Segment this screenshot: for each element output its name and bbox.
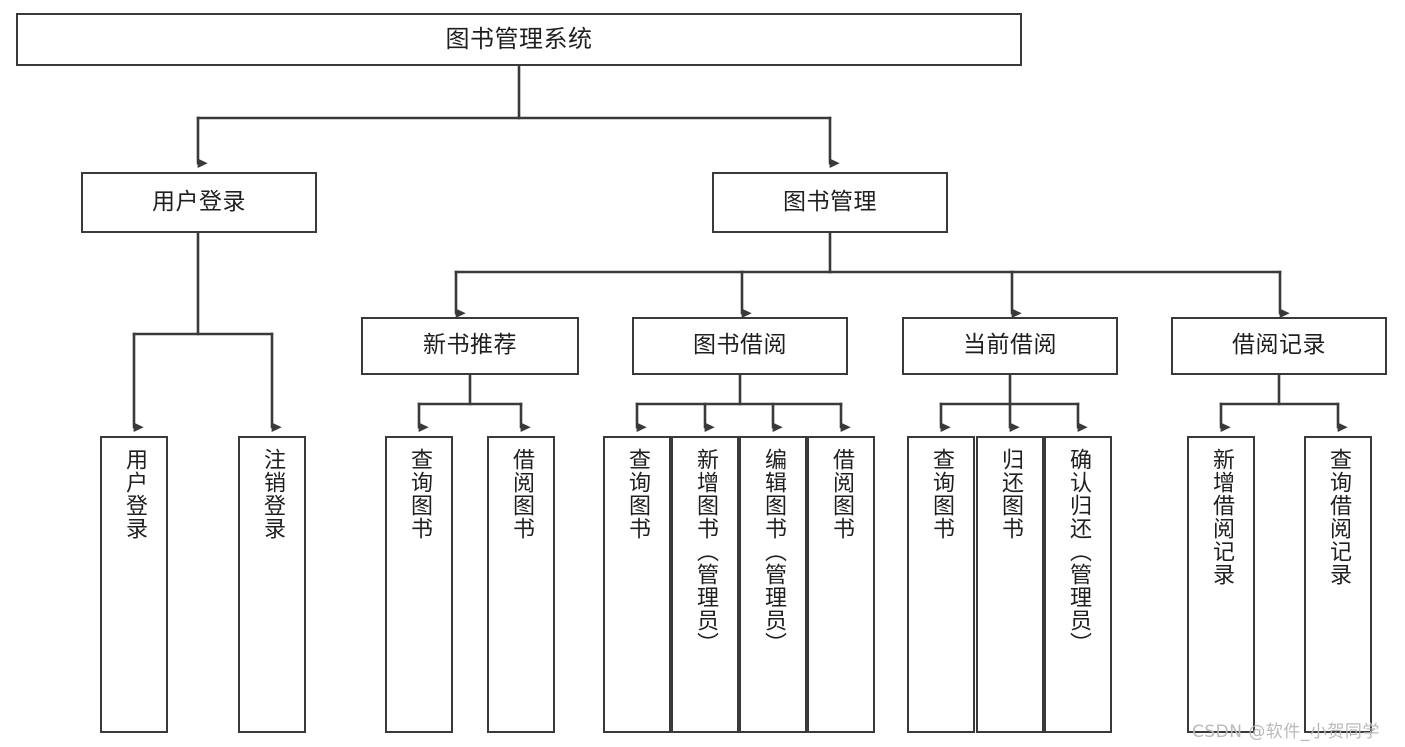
leaf-query-book-recommend[interactable]: 查询图书 (385, 436, 453, 733)
node-label: 新书推荐 (423, 332, 517, 359)
node-label: 当前借阅 (963, 332, 1057, 359)
leaf-label: 查询图书 (624, 448, 650, 540)
node-root-book-management-system[interactable]: 图书管理系统 (16, 13, 1022, 66)
leaf-label: 新增借阅记录 (1208, 448, 1234, 586)
node-borrow-record[interactable]: 借阅记录 (1171, 317, 1387, 375)
leaf-label: 查询图书 (406, 448, 432, 540)
book-manage-to-level2-connectors (454, 231, 1290, 319)
user-login-to-leaves-connectors (132, 231, 282, 433)
leaf-query-borrow-record[interactable]: 查询借阅记录 (1304, 436, 1372, 733)
current-borrow-to-leaves-connectors (939, 373, 1088, 433)
leaf-label: 编辑图书（管理员） (760, 448, 786, 655)
node-current-borrow[interactable]: 当前借阅 (902, 317, 1118, 375)
leaf-logout-login[interactable]: 注销登录 (238, 436, 306, 733)
node-user-login[interactable]: 用户登录 (81, 172, 317, 233)
leaf-edit-book-admin[interactable]: 编辑图书（管理员） (739, 436, 807, 733)
leaf-add-book-admin[interactable]: 新增图书（管理员） (671, 436, 739, 733)
new-book-recommend-to-leaves-connectors (417, 373, 531, 433)
leaf-borrow-book[interactable]: 借阅图书 (807, 436, 875, 733)
leaf-label: 新增图书（管理员） (692, 448, 718, 655)
leaf-label: 借阅图书 (828, 448, 854, 540)
node-label: 图书管理系统 (445, 25, 593, 54)
leaf-confirm-return-admin[interactable]: 确认归还（管理员） (1044, 436, 1112, 733)
leaf-label: 借阅图书 (508, 448, 534, 540)
csdn-watermark: CSDN @软件_小贺同学 (1192, 722, 1380, 742)
leaf-return-book[interactable]: 归还图书 (976, 436, 1044, 733)
node-new-book-recommend[interactable]: 新书推荐 (361, 317, 579, 375)
node-label: 图书借阅 (693, 332, 787, 359)
node-label: 图书管理 (783, 188, 877, 215)
node-label: 用户登录 (152, 188, 246, 215)
leaf-label: 确认归还（管理员） (1065, 448, 1091, 655)
leaf-label: 归还图书 (997, 448, 1023, 540)
node-book-borrow[interactable]: 图书借阅 (632, 317, 848, 375)
borrow-record-to-leaves-connectors (1219, 373, 1348, 433)
leaf-query-book-current[interactable]: 查询图书 (907, 436, 975, 733)
leaf-add-borrow-record[interactable]: 新增借阅记录 (1187, 436, 1255, 733)
leaf-query-book-borrow[interactable]: 查询图书 (603, 436, 671, 733)
leaf-label: 查询图书 (928, 448, 954, 540)
book-borrow-to-leaves-connectors (635, 373, 851, 433)
root-to-level1-connectors (196, 64, 840, 169)
leaf-label: 查询借阅记录 (1325, 448, 1351, 586)
leaf-user-login[interactable]: 用户登录 (100, 436, 168, 733)
leaf-label: 用户登录 (121, 448, 147, 540)
node-book-manage[interactable]: 图书管理 (712, 172, 948, 233)
leaf-label: 注销登录 (259, 448, 285, 540)
leaf-borrow-book-recommend[interactable]: 借阅图书 (487, 436, 555, 733)
node-label: 借阅记录 (1232, 332, 1326, 359)
